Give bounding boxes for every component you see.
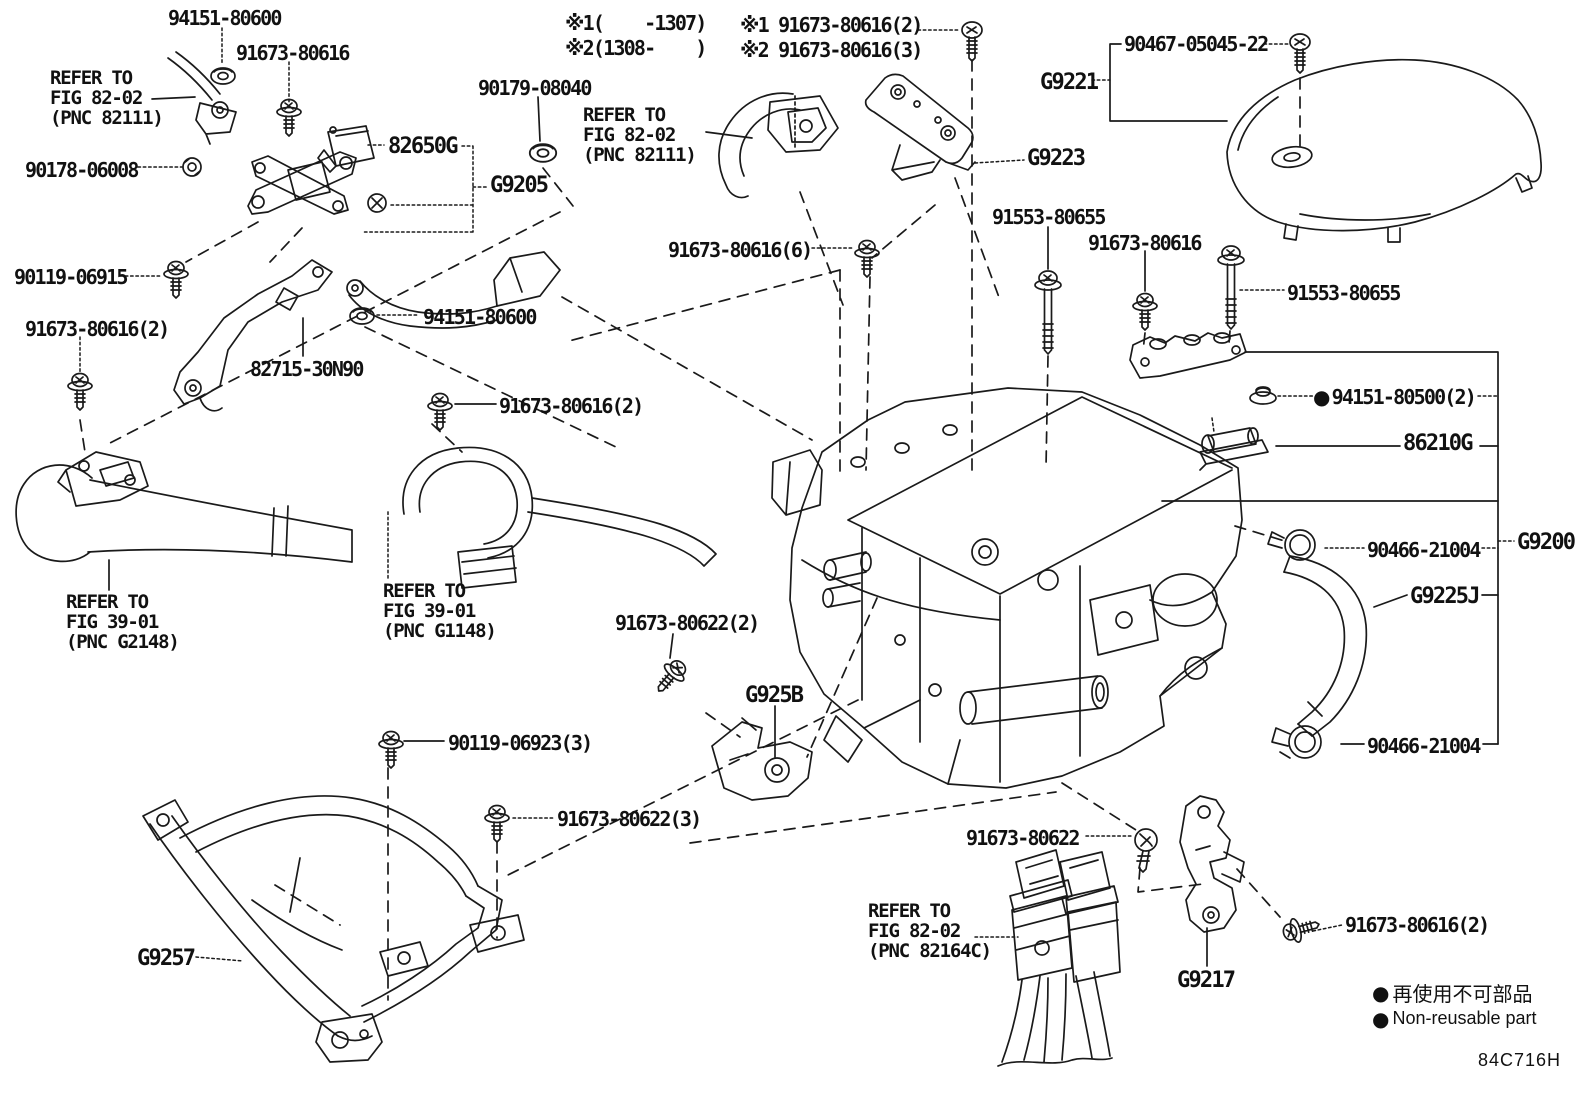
solid-label-leaders [108,43,1499,967]
part-number-g9217: G9217 [1177,968,1236,993]
hose-clamp-lower-icon [1271,725,1322,759]
connector-pair-82164c-drawing [997,849,1121,1067]
part-number-91673-80616-6: 91673-80616(6) [668,238,813,262]
applicability-note-4: ※2 91673-80616(3) [740,38,923,62]
dashed-association-lines [79,59,1301,1001]
part-number-91673-80616-2-bottom: 91673-80616(2) [1345,913,1490,937]
part-number-g9225j: G9225J [1410,584,1480,609]
legend-dot-icon: ● [1372,1006,1390,1031]
part-number-91553-80655-a: 91553-80655 [992,205,1106,229]
part-number-91673-80616-2-left: 91673-80616(2) [25,317,170,341]
part-number-90466-21004-lower: 90466-21004 [1367,734,1481,758]
junction-bracket-82650g-drawing [247,125,375,215]
part-number-91673-80616-top: 91673-80616 [236,41,350,65]
washer-grommet-icon [1249,386,1277,405]
part-number-g9200: G9200 [1517,530,1576,555]
hose-g2148-drawing [15,451,353,563]
part-number-91673-80622-2: 91673-80622(2) [615,611,760,635]
inverter-assembly-drawing [771,387,1243,789]
part-number-94151-80600-top: 94151-80600 [168,6,282,30]
grommet-icons [182,67,1277,405]
hose-g9225j-drawing [1283,555,1368,737]
part-number-g925b: G925B [745,683,804,708]
part-number-90119-06923-3: 90119-06923(3) [448,731,593,755]
part-number-90467-05045-22: 90467-05045-22 [1124,32,1269,56]
bolt-icons [67,21,1323,947]
part-number-91673-80622-3: 91673-80622(3) [557,807,702,831]
mount-plate-drawing [1129,332,1247,379]
hose-g1148-drawing [402,446,717,589]
non-reusable-dot-icon: ● [1313,385,1330,409]
part-number-g9257: G9257 [137,946,196,971]
battery-cable-drawing [167,51,237,145]
part-number-g9221: G9221 [1040,70,1099,95]
hose-clamp-upper-icon [1267,529,1316,561]
part-number-94151-80600-b: 94151-80600 [423,305,537,329]
part-number-g9205: G9205 [490,173,549,198]
part-number-90178-06008: 90178-06008 [25,158,139,182]
part-number-91553-80655-b: 91553-80655 [1287,281,1401,305]
applicability-note-1: ※1( -1307) [565,11,707,35]
small-grommet-icon [367,193,387,213]
bracket-g925b-drawing [711,717,813,801]
harness-clamp-82111-drawing [718,92,839,199]
part-number-90466-21004-upper: 90466-21004 [1367,538,1481,562]
legend-non-reusable-jp: ●再使用不可部品 [1372,980,1533,1006]
bracket-82715-drawing [173,259,333,412]
frame-g9257-drawing [142,795,525,1063]
part-number-94151-80500-2: ●94151-80500(2) [1313,385,1477,409]
part-number-82650g: 82650G [388,134,458,159]
applicability-note-3: ※1 91673-80616(2) [740,13,923,37]
legend-dot-icon: ● [1372,980,1390,1005]
drawing-code: 84C716H [1478,1050,1562,1070]
ring-bolt-icon [1134,828,1158,873]
part-number-86210g: 86210G [1403,431,1473,456]
part-number-90179-08040: 90179-08040 [478,76,592,100]
ecu-bracket-g9223-drawing [864,73,976,181]
applicability-note-2: ※2(1308- ) [565,36,707,60]
part-number-91673-80616-center: 91673-80616 [1088,231,1202,255]
part-number-91673-80616-2-mid: 91673-80616(2) [499,394,644,418]
antenna-86210g-drawing [1199,427,1269,471]
dotted-label-leaders [79,27,1515,962]
part-number-90119-06915: 90119-06915 [14,265,128,289]
part-number-g9223: G9223 [1027,146,1086,171]
legend-non-reusable-en: ●Non-reusable part [1372,1006,1537,1031]
part-number-91673-80622-b: 91673-80622 [966,826,1080,850]
part-number-82715-30n90: 82715-30N90 [250,357,364,381]
bracket-g9217-drawing [1179,795,1245,933]
cover-g9221-drawing [1226,58,1542,243]
sub-cable-drawing [346,251,561,329]
